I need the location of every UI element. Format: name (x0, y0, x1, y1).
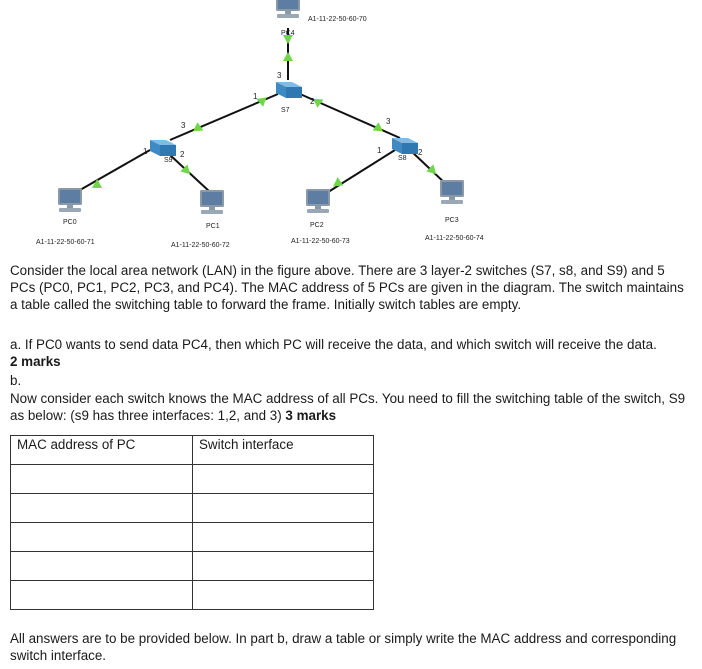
pc2-computer-icon (306, 189, 330, 213)
question-part-b: Now consider each switch knows the MAC a… (10, 391, 690, 425)
network-links (79, 28, 449, 195)
problem-description: Consider the local area network (LAN) in… (10, 263, 684, 312)
pc4-computer-icon (276, 0, 300, 18)
s8-port-3: 3 (386, 117, 391, 126)
pc0-label: PC0 (63, 219, 77, 226)
part-b-text: Now consider each switch knows the MAC a… (10, 391, 686, 423)
table-cell-mac[interactable] (10, 493, 193, 523)
s9-switch-icon (150, 140, 176, 156)
pc4-mac: A1-11-22-50-60-70 (308, 16, 367, 23)
part-a-marks: 2 marks (10, 354, 61, 369)
instructions-footer: All answers are to be provided below. In… (10, 631, 677, 663)
pc2-label: PC2 (310, 222, 324, 229)
network-diagram: PC4 A1-11-22-50-60-70 S7 3 1 2 S9 3 1 2 … (36, 0, 484, 249)
link-up-arrow (313, 94, 326, 108)
table-header-row: MAC address of PC Switch interface (10, 435, 374, 465)
pc3-label: PC3 (445, 217, 459, 224)
link-up-arrow (283, 52, 293, 61)
table-row (10, 580, 374, 610)
link-up-arrow (193, 122, 206, 136)
switching-table: MAC address of PC Switch interface (10, 435, 374, 610)
pc1-computer-icon (200, 190, 224, 214)
part-b-marks: 3 marks (285, 407, 337, 423)
link-indicators (89, 35, 440, 193)
pc3-computer-icon (440, 180, 464, 204)
table-cell-interface[interactable] (192, 522, 374, 552)
table-cell-mac[interactable] (10, 551, 193, 581)
s8-switch-icon (392, 138, 418, 154)
pc1-mac: A1-11-22-50-60-72 (171, 242, 230, 249)
pc0-mac: A1-11-22-50-60-71 (36, 239, 95, 246)
pc4-label: PC4 (281, 30, 295, 37)
s7-port-3: 3 (277, 71, 282, 80)
table-row (10, 522, 374, 552)
column-header-interface: Switch interface (192, 435, 374, 465)
table-cell-mac[interactable] (10, 464, 193, 494)
s8-port-2: 2 (418, 148, 423, 157)
pc2-mac: A1-11-22-50-60-73 (291, 238, 350, 245)
table-row (10, 493, 374, 523)
pc0-computer-icon (58, 188, 82, 212)
column-header-mac: MAC address of PC (10, 435, 193, 465)
link-up-arrow (370, 122, 383, 136)
link-s9-pc0 (79, 149, 151, 191)
link-s8-pc2 (324, 149, 396, 195)
table-cell-interface[interactable] (192, 551, 374, 581)
s9-port-1: 1 (143, 147, 148, 156)
table-row (10, 551, 374, 581)
table-cell-interface[interactable] (192, 464, 374, 494)
s9-port-3: 3 (181, 121, 186, 130)
s9-port-2: 2 (180, 150, 185, 159)
table-cell-mac[interactable] (10, 522, 193, 552)
part-b-label: b. (10, 373, 22, 388)
table-row (10, 464, 374, 494)
table-cell-interface[interactable] (192, 580, 374, 610)
s8-label: S8 (398, 155, 407, 162)
s9-label: S9 (164, 157, 173, 164)
s7-port-1: 1 (253, 92, 258, 101)
s7-label: S7 (281, 107, 290, 114)
question-part-a: a. If PC0 wants to send data PC4, then w… (10, 337, 657, 352)
pc3-mac: A1-11-22-50-60-74 (425, 235, 484, 242)
s7-port-2: 2 (310, 97, 315, 106)
table-cell-interface[interactable] (192, 493, 374, 523)
s7-switch-icon (276, 82, 302, 98)
s8-port-1: 1 (377, 146, 382, 155)
table-cell-mac[interactable] (10, 580, 193, 610)
pc1-label: PC1 (206, 223, 220, 230)
